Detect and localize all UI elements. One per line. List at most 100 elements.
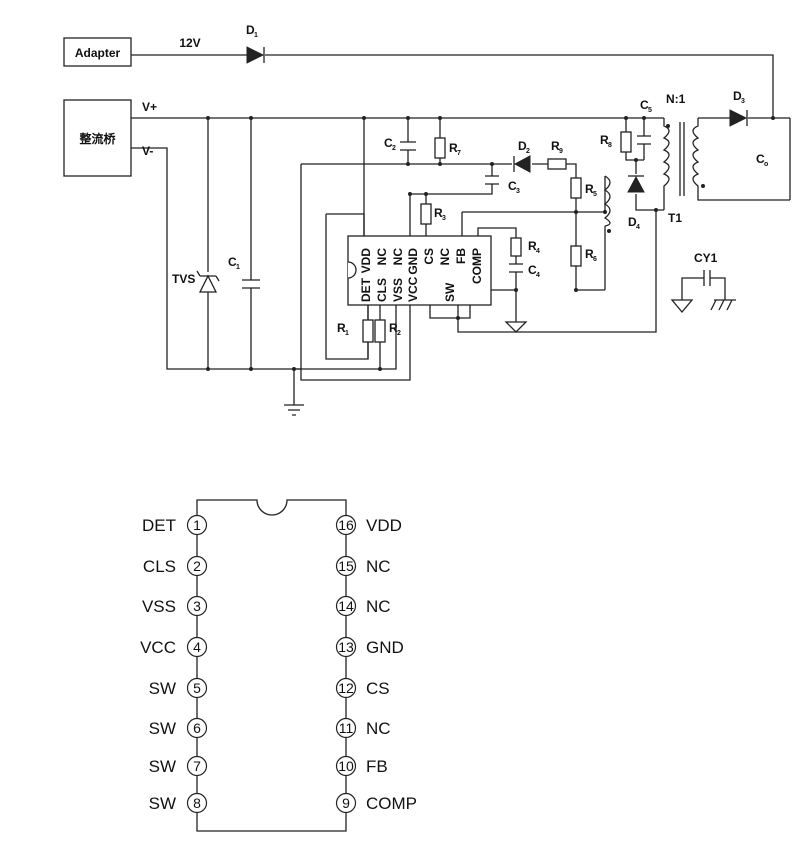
svg-text:C: C xyxy=(384,136,393,150)
pin-circle xyxy=(335,595,357,617)
aux-winding xyxy=(603,175,611,233)
pin-name: VSS xyxy=(142,597,176,616)
pin-number: 16 xyxy=(338,517,354,533)
svg-text:R: R xyxy=(551,139,560,153)
vminus-label: V- xyxy=(142,144,153,158)
resistor-r1: R 1 xyxy=(337,319,374,343)
transformer-t1: N:1 T1 xyxy=(662,92,705,225)
pin-row-left: 7SW xyxy=(149,755,208,777)
svg-text:D: D xyxy=(733,89,742,103)
tvs-diode: TVS xyxy=(172,270,220,293)
pin-circle xyxy=(186,595,208,617)
capacitor-c2: C 2 xyxy=(384,136,416,152)
svg-text:2: 2 xyxy=(526,148,530,155)
svg-text:R: R xyxy=(585,247,594,261)
pin-number: 10 xyxy=(338,758,354,774)
svg-text:R: R xyxy=(389,321,398,335)
pin-circle xyxy=(186,636,208,658)
ic-pin-nc-c: NC xyxy=(438,248,452,266)
pin-row-right: 15 NC xyxy=(335,555,391,577)
vplus-label: V+ xyxy=(142,100,157,114)
pin-name: DET xyxy=(142,516,176,535)
pin-number: 11 xyxy=(339,720,354,736)
12v-label: 12V xyxy=(179,36,200,50)
pin-circle xyxy=(335,636,357,658)
pin-name: COMP xyxy=(366,794,417,813)
pin-number: 15 xyxy=(338,558,354,574)
svg-text:D: D xyxy=(518,139,527,153)
pin-name: CS xyxy=(366,679,390,698)
pin-name: SW xyxy=(149,719,176,738)
ic-pin-fb: FB xyxy=(454,248,468,264)
ic-pin-det: DET xyxy=(359,277,373,302)
ground-icon xyxy=(504,321,528,333)
svg-text:R: R xyxy=(449,141,458,155)
rectifier-label: 整流桥 xyxy=(78,131,116,146)
svg-text:R: R xyxy=(528,239,537,253)
pin-number: 6 xyxy=(193,720,201,736)
ic-pin-gnd: GND xyxy=(406,248,420,275)
svg-text:5: 5 xyxy=(593,191,597,198)
svg-text:3: 3 xyxy=(741,98,745,105)
pin-number: 5 xyxy=(193,680,201,696)
resistor-r5: R 5 xyxy=(570,177,597,199)
pin-circle xyxy=(335,555,357,577)
ic-chip: VDD NC NC GND CS NC FB COMP DET CLS VSS … xyxy=(347,235,492,306)
pin-circle xyxy=(186,717,208,739)
pin-circle xyxy=(335,677,357,699)
pin-number: 8 xyxy=(193,795,201,811)
svg-text:C: C xyxy=(228,255,237,269)
turns-ratio: N:1 xyxy=(666,92,686,106)
svg-text:D: D xyxy=(246,23,255,37)
svg-text:o: o xyxy=(764,161,768,168)
pin-row-left: 4 VCC xyxy=(140,636,208,658)
pin-circle xyxy=(335,717,357,739)
diode-d3: D 3 xyxy=(729,89,748,127)
ic-pin-vss: VSS xyxy=(391,278,405,302)
capacitor-c1: C 1 xyxy=(228,255,260,289)
svg-text:D: D xyxy=(628,215,637,229)
pin-number: 4 xyxy=(193,639,201,655)
svg-text:7: 7 xyxy=(457,150,461,157)
adapter-label: Adapter xyxy=(75,46,121,60)
pin-name: VCC xyxy=(140,638,176,657)
ic-pin-comp: COMP xyxy=(470,248,484,284)
pinout-diagram xyxy=(196,499,347,832)
pin-name: NC xyxy=(366,557,391,576)
svg-text:R: R xyxy=(585,182,594,196)
pin-circle xyxy=(186,514,208,536)
ic-pin-vcc: VCC xyxy=(406,276,420,302)
diode-d2: D 2 xyxy=(513,139,531,173)
pin-number: 3 xyxy=(193,598,201,614)
pin-number: 12 xyxy=(338,680,354,696)
resistor-r9: R 9 xyxy=(547,139,567,170)
pin-name: CLS xyxy=(143,557,176,576)
pin-circle xyxy=(335,755,357,777)
pin-row-right: 12 CS xyxy=(335,677,390,699)
pin-row-left: 3 VSS xyxy=(142,595,208,617)
pin-name: NC xyxy=(366,597,391,616)
pin-row-left: 6 SW xyxy=(149,717,208,739)
ic-pin-vdd: VDD xyxy=(359,248,373,274)
ic-pin-nc-a: NC xyxy=(375,248,389,266)
svg-text:TVS: TVS xyxy=(172,272,195,286)
ground-icon xyxy=(284,404,304,416)
resistor-r2: R 2 xyxy=(374,319,401,343)
pin-circle xyxy=(186,555,208,577)
resistor-r3: R 3 xyxy=(420,203,446,225)
ic-pin-cs: CS xyxy=(422,248,436,265)
diode-d1: D 1 xyxy=(246,23,265,64)
adapter-box xyxy=(63,37,132,67)
svg-text:1: 1 xyxy=(236,264,240,271)
pin-row-right: 11 NC xyxy=(335,717,391,739)
pin-name: NC xyxy=(366,719,391,738)
pin-name: FB xyxy=(366,757,388,776)
pin-circle xyxy=(335,514,357,536)
ic-pin-sw: SW xyxy=(443,282,457,302)
svg-text:R: R xyxy=(337,321,346,335)
